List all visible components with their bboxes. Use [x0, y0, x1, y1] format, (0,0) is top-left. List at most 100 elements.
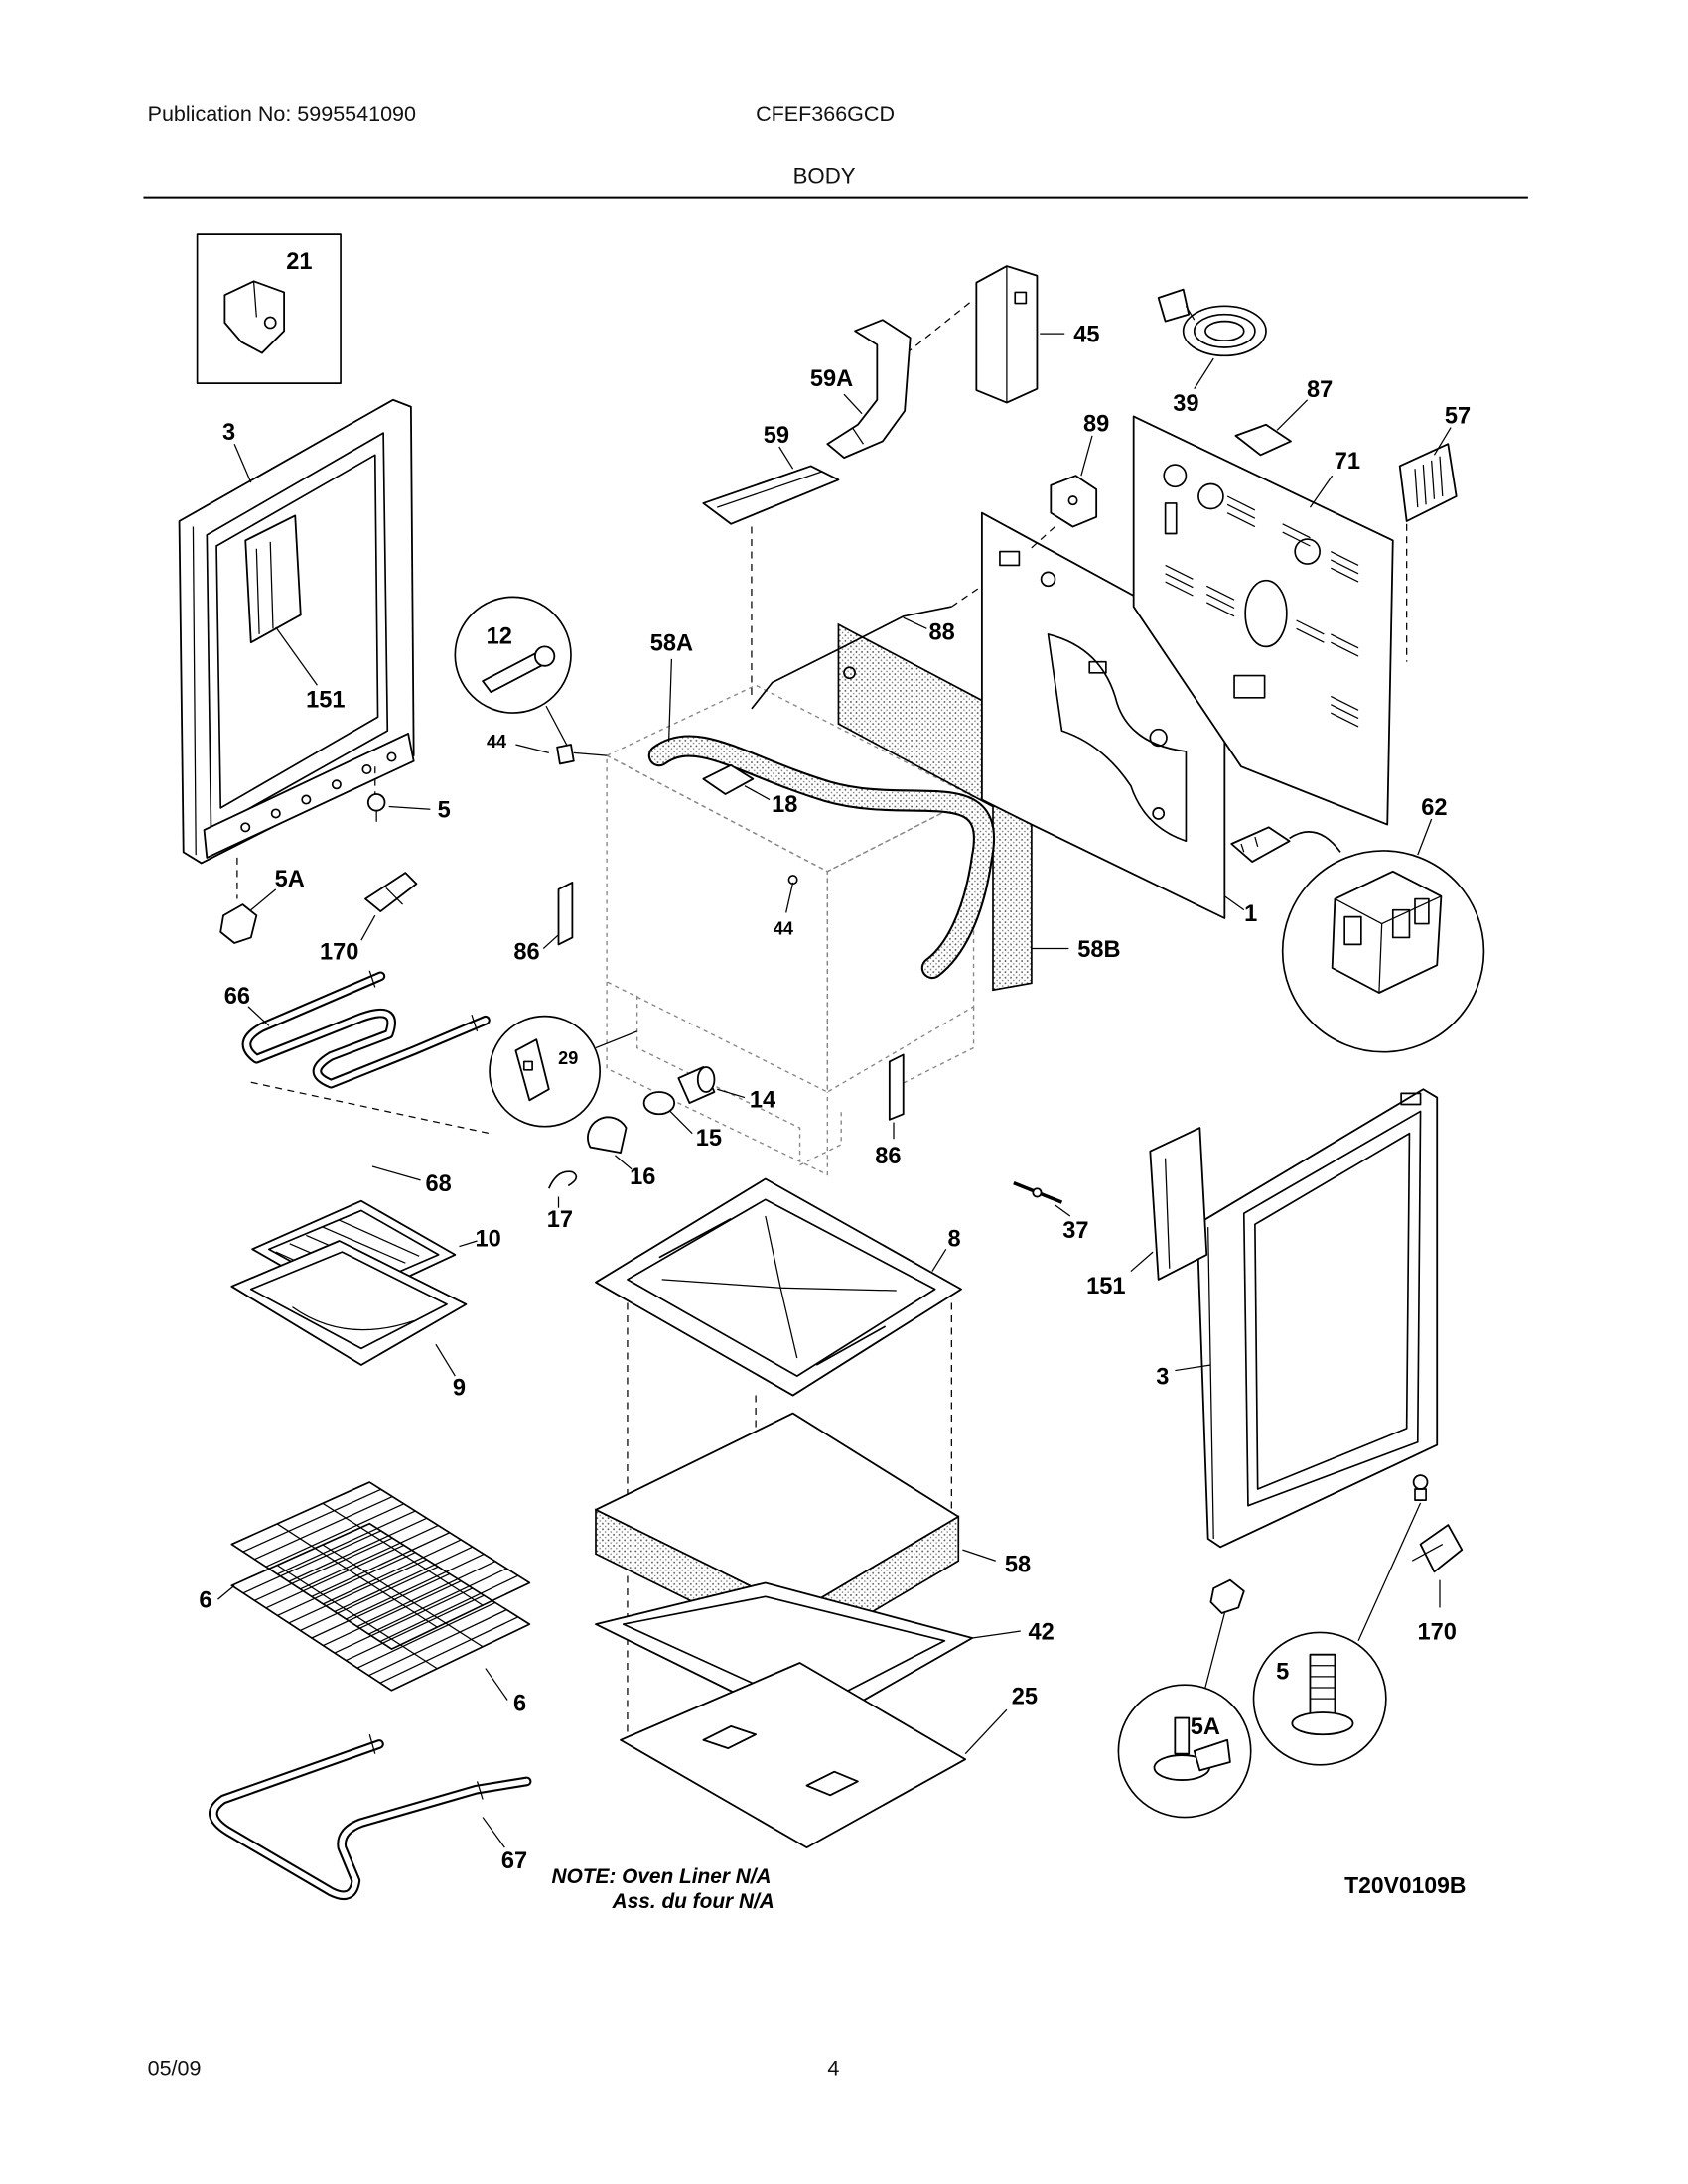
callout-3-right: 3 [1156, 1364, 1169, 1390]
oven-racks-6 [217, 1481, 531, 1701]
rack-wire [368, 1568, 507, 1635]
rack-wire [300, 1566, 439, 1632]
rack-wire [300, 1524, 439, 1590]
callout-16: 16 [630, 1164, 655, 1190]
callout-58: 58 [1005, 1552, 1031, 1577]
terminal-block-62 [1230, 818, 1485, 1053]
rack-wire [379, 1616, 519, 1684]
screw-44 [515, 744, 608, 765]
rack-wire [288, 1517, 428, 1582]
callout-62: 62 [1421, 795, 1447, 821]
rack-wire [379, 1574, 519, 1643]
bottom-plate-25 [620, 1662, 1008, 1849]
rack-wire [265, 1544, 405, 1609]
callout-14: 14 [750, 1087, 775, 1113]
rack-wire [311, 1572, 451, 1639]
rack-wire [368, 1609, 507, 1677]
rack-wire [288, 1559, 428, 1624]
part-21-connector [196, 233, 342, 384]
figure-code: T20V0109B [1344, 1872, 1466, 1898]
callout-88: 88 [928, 619, 954, 645]
callout-66: 66 [224, 984, 250, 1010]
callout-5-right: 5 [1276, 1660, 1289, 1686]
note-line-1: NOTE: Oven Liner N/A [552, 1865, 772, 1888]
callout-17: 17 [547, 1207, 573, 1233]
rack-wire [277, 1552, 416, 1616]
callout-6-lower: 6 [513, 1692, 526, 1717]
left-door-bracket-151 [244, 514, 318, 686]
callout-42: 42 [1028, 1619, 1054, 1645]
callout-29: 29 [558, 1048, 578, 1068]
callout-71: 71 [1335, 449, 1360, 475]
rack-wire [254, 1537, 393, 1601]
rack-wire [311, 1532, 451, 1597]
callout-5A-right: 5A [1191, 1714, 1220, 1740]
rear-cover-71 [1132, 415, 1408, 826]
top-plate-8 [595, 1177, 962, 1397]
callout-86-right: 86 [875, 1144, 901, 1169]
rack-wire [254, 1495, 393, 1561]
plate-87 [1234, 399, 1309, 457]
callout-86-left: 86 [513, 940, 539, 966]
callout-170-right: 170 [1418, 1619, 1457, 1645]
cover-box-45 [896, 265, 1065, 404]
callout-25: 25 [1012, 1685, 1038, 1710]
publication-number: Publication No: 5995541090 [148, 102, 416, 126]
callout-68: 68 [426, 1171, 452, 1197]
callout-59: 59 [764, 423, 789, 449]
callout-labels: 21 3 151 5 5A 170 66 68 10 9 6 6 67 12 4… [199, 249, 1471, 1874]
rack-wire [334, 1587, 474, 1654]
right-door-bracket-151 [1130, 1127, 1208, 1281]
broil-element-66 [241, 970, 491, 1089]
rack-wire [242, 1530, 381, 1594]
wire-68 [250, 1081, 491, 1181]
lamp-socket-14 [677, 1066, 746, 1105]
rack-wire [356, 1561, 496, 1628]
bracket-86-left [542, 881, 574, 950]
callout-57: 57 [1445, 403, 1471, 429]
callout-9: 9 [453, 1376, 466, 1402]
rod-37 [1013, 1181, 1071, 1217]
callout-44-left: 44 [487, 732, 506, 751]
callout-8: 8 [948, 1227, 961, 1253]
callout-170-left: 170 [320, 940, 358, 966]
callout-1: 1 [1244, 901, 1257, 927]
rack-wire [356, 1601, 496, 1669]
vent-cover-57 [1398, 427, 1458, 522]
bracket-89 [1027, 435, 1098, 553]
left-door-panel [178, 398, 415, 865]
broil-pan-9 [230, 1240, 468, 1377]
callout-21: 21 [286, 249, 312, 275]
rack-wire [346, 1553, 485, 1620]
rack-crossbar [322, 1544, 484, 1648]
callout-6-upper: 6 [199, 1587, 211, 1613]
right-small-hardware [1204, 1474, 1464, 1689]
lamp-lens-16 [587, 1116, 633, 1170]
left-small-hardware [219, 766, 431, 944]
bracket-86-right [888, 1053, 905, 1140]
light-bulb-15 [642, 1091, 693, 1135]
leveler-bracket-5A-zoom [1117, 1684, 1252, 1819]
rack-crossbar [276, 1565, 438, 1670]
lamp-receptacle-29 [489, 1015, 637, 1128]
callout-18: 18 [772, 792, 797, 818]
callout-3-left: 3 [222, 420, 235, 446]
callout-5A-left: 5A [275, 867, 305, 892]
clip-18 [702, 763, 771, 801]
callout-45: 45 [1073, 322, 1099, 347]
callout-10: 10 [476, 1227, 501, 1253]
page-number: 4 [827, 2056, 839, 2080]
note-line-2: Ass. du four N/A [612, 1890, 774, 1913]
rack-crossbar [322, 1502, 484, 1606]
insulation-58A [647, 658, 995, 980]
right-door-panel [1175, 1088, 1439, 1549]
section-title: BODY [793, 164, 856, 189]
callout-151-right: 151 [1086, 1274, 1125, 1299]
duct-59A [826, 319, 912, 460]
callout-15: 15 [696, 1126, 722, 1152]
duct-59 [702, 446, 840, 697]
rack-wire [265, 1503, 405, 1568]
footer-date: 05/09 [148, 2056, 202, 2080]
callout-12: 12 [487, 624, 512, 650]
callout-37: 37 [1062, 1218, 1088, 1244]
